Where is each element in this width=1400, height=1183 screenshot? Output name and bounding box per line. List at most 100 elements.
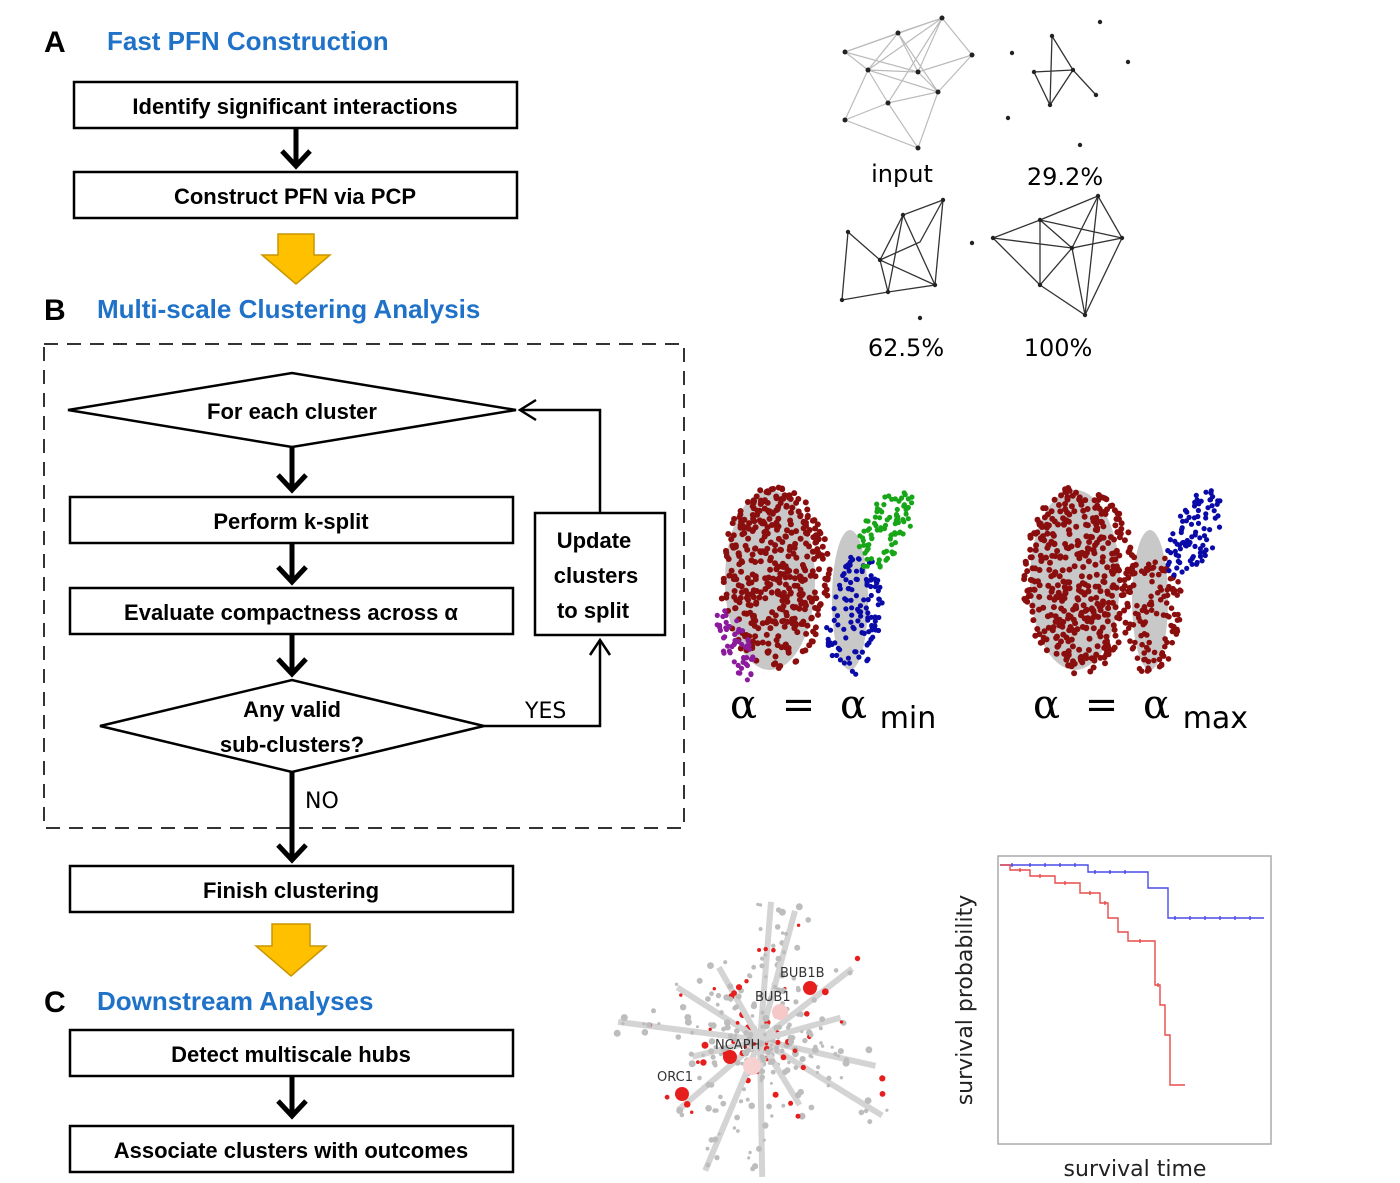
cluster-point xyxy=(1152,559,1158,565)
cluster-point xyxy=(1041,514,1048,521)
cluster-point xyxy=(821,582,828,589)
cluster-point xyxy=(1038,521,1044,528)
cluster-point xyxy=(849,668,856,674)
cluster-point xyxy=(786,547,793,553)
cluster-point xyxy=(1134,655,1141,661)
hub-node xyxy=(779,972,786,979)
cluster-point xyxy=(1109,550,1116,557)
alpha-max-equals: = xyxy=(1085,682,1119,728)
cluster-point xyxy=(795,508,802,515)
hub-node xyxy=(782,950,786,955)
cluster-point xyxy=(1145,561,1152,568)
cluster-point xyxy=(779,597,786,604)
cluster-point xyxy=(909,500,915,506)
cluster-point xyxy=(815,611,821,618)
cluster-point xyxy=(802,567,809,574)
cluster-point xyxy=(1068,626,1075,633)
cluster-point xyxy=(1139,607,1146,614)
cluster-point xyxy=(1056,573,1063,580)
hub-node xyxy=(785,1025,791,1030)
cluster-point xyxy=(1143,565,1150,572)
decision-valid-line1: Any valid xyxy=(243,697,341,722)
cluster-point xyxy=(877,515,883,521)
cluster-point xyxy=(903,511,909,517)
cluster-point xyxy=(1217,498,1223,504)
cluster-point xyxy=(1116,534,1123,541)
hub-node xyxy=(714,1108,719,1113)
cluster-point xyxy=(754,640,761,647)
cluster-point xyxy=(1085,558,1092,565)
hub-node xyxy=(734,1059,741,1066)
cluster-point xyxy=(1104,590,1111,597)
cluster-point xyxy=(1062,541,1069,547)
hub-node xyxy=(733,1004,740,1010)
cluster-point xyxy=(884,555,891,562)
cluster-point xyxy=(892,540,899,546)
update-clusters-box: Update clusters to split xyxy=(533,511,667,637)
hub-node xyxy=(688,1051,694,1057)
cluster-point xyxy=(1091,550,1098,557)
hub-node xyxy=(771,1038,776,1044)
cluster-point xyxy=(1068,503,1075,510)
cluster-point xyxy=(744,677,751,683)
cluster-point xyxy=(782,574,789,581)
hub-node xyxy=(833,1051,838,1057)
cluster-point xyxy=(1082,652,1089,659)
hub-node xyxy=(865,1046,873,1054)
hub-node xyxy=(700,1059,707,1066)
cluster-point xyxy=(1111,536,1117,543)
alpha-min-equals: = xyxy=(782,682,816,728)
cluster-point xyxy=(1096,603,1103,610)
cluster-point xyxy=(1070,658,1076,665)
cluster-point xyxy=(1100,523,1107,530)
hub-node xyxy=(724,1024,731,1031)
cluster-point xyxy=(872,576,878,582)
cluster-point xyxy=(1144,632,1150,638)
cluster-point xyxy=(1066,511,1073,518)
hub-node xyxy=(772,984,778,990)
cluster-point xyxy=(902,492,908,498)
cluster-point xyxy=(856,544,863,550)
cluster-point xyxy=(869,535,875,541)
cluster-point xyxy=(723,549,730,556)
hub-node xyxy=(741,1049,746,1054)
cluster-point xyxy=(792,622,799,629)
cluster-point xyxy=(725,623,732,630)
step-associate-outcomes: Associate clusters with outcomes xyxy=(68,1124,515,1174)
cluster-point xyxy=(812,624,819,631)
hub-node xyxy=(795,903,803,911)
cluster-point xyxy=(791,490,798,497)
cluster-point xyxy=(1159,567,1166,574)
section-c-letter: C xyxy=(44,986,66,1019)
hub-node xyxy=(836,1054,841,1058)
cluster-point xyxy=(821,536,828,543)
hub-node xyxy=(759,1054,765,1060)
cluster-point xyxy=(804,622,811,629)
cluster-point xyxy=(1059,597,1066,604)
hub-node xyxy=(781,1103,786,1108)
cluster-point xyxy=(1081,591,1088,598)
section-c-title: Downstream Analyses xyxy=(97,986,373,1016)
cluster-point xyxy=(732,605,739,612)
cluster-point xyxy=(881,502,887,508)
cluster-point xyxy=(1179,527,1185,533)
cluster-point xyxy=(1061,584,1068,591)
cluster-point xyxy=(749,528,756,534)
hub-node xyxy=(798,1112,806,1120)
hub-branch xyxy=(716,965,763,1042)
hub-node xyxy=(821,988,829,996)
hub-node xyxy=(621,1021,625,1026)
cluster-point xyxy=(1110,622,1117,629)
cluster-point xyxy=(731,588,738,594)
cluster-point xyxy=(1036,582,1043,589)
cluster-point xyxy=(759,639,766,646)
cluster-point xyxy=(733,597,740,603)
hub-node xyxy=(794,1091,802,1099)
cluster-point xyxy=(1180,518,1186,524)
cluster-point xyxy=(1048,538,1055,545)
cluster-point xyxy=(771,547,778,554)
cluster-point xyxy=(740,659,746,665)
cluster-point xyxy=(1071,563,1078,570)
cluster-point xyxy=(1101,573,1108,580)
no-arrow xyxy=(276,772,308,864)
